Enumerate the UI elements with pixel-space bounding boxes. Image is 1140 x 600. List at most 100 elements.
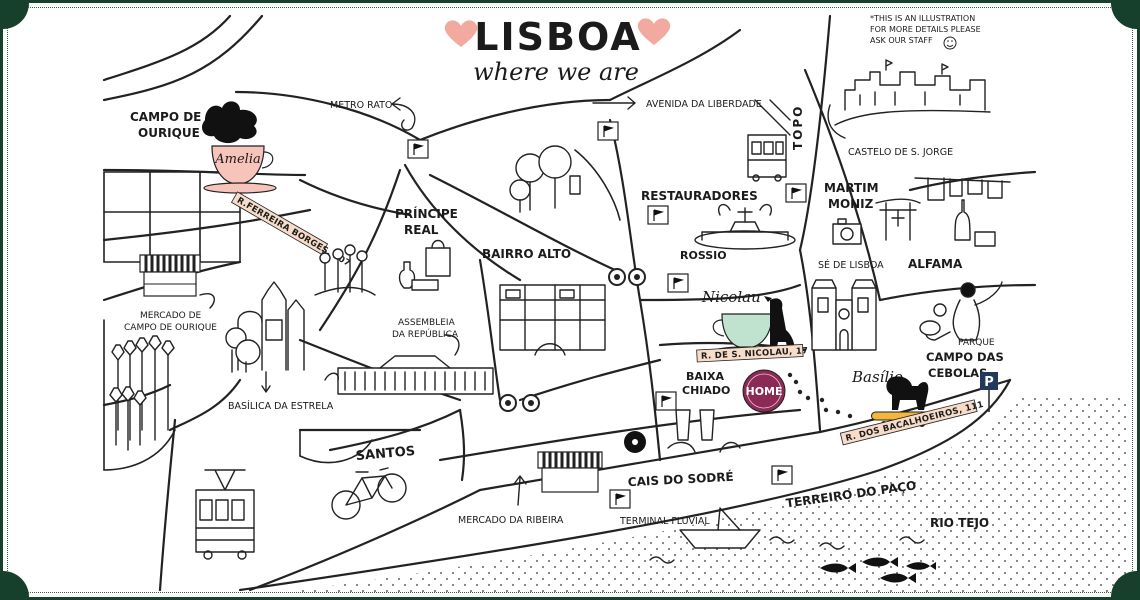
svg-text:MERCADO DE: MERCADO DE — [140, 311, 202, 321]
assembleia-illustration — [324, 355, 494, 395]
shopping-bag-icon — [398, 239, 451, 291]
svg-text:ASSEMBLEIA: ASSEMBLEIA — [398, 318, 456, 328]
laundry-line-illustration — [914, 177, 1011, 201]
svg-text:BASÍLICA DA ESTRELA: BASÍLICA DA ESTRELA — [228, 400, 334, 412]
waves-decoration — [649, 536, 925, 564]
svg-text:R. DE S. NICOLAU, 17: R. DE S. NICOLAU, 17 — [701, 346, 809, 362]
place-metro-rato: METRO RATO — [330, 97, 416, 131]
flag-marker-icon — [655, 391, 677, 411]
svg-text:P: P — [984, 375, 994, 390]
svg-text:REAL: REAL — [404, 223, 439, 237]
amelia-label: Amelia — [214, 152, 260, 167]
note-line-1: *THIS IS AN ILLUSTRATION — [870, 14, 975, 23]
mercado-ribeira: MERCADO DA RIBEIRA — [458, 451, 603, 526]
pawprints-decoration — [787, 372, 853, 419]
tree-canopy-icon — [201, 101, 257, 144]
place-principe-real: PRÍNCIPE REAL — [395, 206, 458, 237]
note-line-3: ASK OUR STAFF — [870, 36, 933, 45]
note-line-2: FOR MORE DETAILS PLEASE — [870, 25, 981, 34]
place-cais-sodre: CAIS DO SODRÉ — [627, 469, 734, 490]
svg-text:PARQUE: PARQUE — [958, 338, 995, 348]
svg-text:AVENIDA DA LIBERDADE: AVENIDA DA LIBERDADE — [646, 99, 762, 110]
binoculars-icon — [608, 268, 646, 286]
cafe-amelia: Amelia — [201, 101, 277, 194]
svg-text:MONIZ: MONIZ — [828, 197, 874, 211]
fish-school-illustration — [820, 557, 936, 583]
castle-sao-jorge-illustration — [827, 59, 991, 139]
tram-bottom-illustration — [195, 469, 255, 560]
wine-bottle-icon — [954, 199, 996, 247]
home-badge[interactable]: HOME — [742, 369, 786, 413]
bairro-alto-buildings-illustration — [499, 284, 606, 356]
place-assembleia: ASSEMBLEIA DA REPÚBLICA — [392, 318, 460, 356]
rossio-fountain-illustration — [694, 203, 796, 250]
heart-icon — [637, 18, 671, 45]
illustration-note: *THIS IS AN ILLUSTRATION FOR MORE DETAIL… — [870, 14, 981, 50]
torii-gate-icon — [875, 198, 921, 241]
place-topo: TOPO — [791, 105, 805, 150]
parking-sign-icon: P — [980, 372, 998, 412]
place-rio-tejo: RIO TEJO — [930, 516, 989, 530]
map-subtitle: where we are — [473, 58, 639, 86]
flag-marker-icon — [771, 465, 793, 485]
frame-dotted-border — [7, 7, 1133, 593]
svg-text:CAMPO DE OURIQUE: CAMPO DE OURIQUE — [124, 323, 217, 333]
place-avenida-liberdade: AVENIDA DA LIBERDADE — [592, 96, 762, 110]
svg-text:OURIQUE: OURIQUE — [138, 126, 200, 140]
svg-text:CAMPO DAS: CAMPO DAS — [926, 350, 1004, 364]
place-basilica: BASÍLICA DA ESTRELA — [228, 371, 334, 412]
place-campo-de-ourique: CAMPO DE OURIQUE — [130, 110, 201, 140]
trees-bairro-alto — [509, 145, 581, 213]
svg-text:MERCADO DA RIBEIRA: MERCADO DA RIBEIRA — [458, 515, 564, 526]
fado-singer-illustration — [919, 281, 1003, 341]
svg-text:CAMPO DE: CAMPO DE — [130, 110, 201, 124]
place-campo-cebolas: PARQUE CAMPO DAS CEBOLAS — [926, 338, 1004, 380]
smiley-icon — [943, 36, 957, 50]
svg-text:DA REPÚBLICA: DA REPÚBLICA — [392, 328, 459, 340]
flag-marker-icon — [597, 121, 619, 141]
bicycle-icon — [331, 467, 407, 520]
place-bairro-alto: BAIRRO ALTO — [482, 247, 571, 261]
toasting-glasses-illustration — [667, 409, 741, 453]
paper-boat-icon — [679, 507, 761, 549]
se-cathedral-illustration — [811, 279, 877, 351]
place-santos: SANTOS — [355, 444, 416, 464]
river-bank — [238, 378, 1012, 592]
binoculars-icon — [499, 394, 540, 412]
place-se-lisboa: SÉ DE LISBOA — [818, 259, 884, 271]
svg-text:CHIADO: CHIADO — [682, 384, 730, 397]
place-castelo: CASTELO DE S. JORGE — [848, 147, 953, 158]
place-alfama: ALFAMA — [908, 257, 963, 271]
flag-marker-icon — [667, 273, 689, 293]
street-tag-s-nicolau: R. DE S. NICOLAU, 17 — [696, 344, 809, 363]
svg-text:PRÍNCIPE: PRÍNCIPE — [395, 206, 458, 221]
flag-marker-icon — [785, 183, 807, 203]
river-tejo — [300, 395, 1130, 592]
svg-text:CEBOLAS: CEBOLAS — [928, 366, 987, 380]
camera-icon — [832, 218, 862, 245]
heart-icon — [444, 20, 478, 47]
tram-illustration — [747, 99, 791, 182]
svg-text:BAIXA: BAIXA — [686, 370, 724, 383]
mercado-campo-ourique: MERCADO DE CAMPO DE OURIQUE — [124, 254, 217, 333]
place-terminal-fluvial: TERMINAL FLUVIAL — [619, 516, 710, 527]
svg-text:METRO RATO: METRO RATO — [330, 100, 392, 111]
dog-basilio-illustration — [886, 376, 929, 410]
dog-nicolau-illustration — [764, 296, 795, 352]
flag-marker-icon — [609, 489, 631, 509]
place-baixa-chiado: BAIXA CHIADO — [682, 370, 730, 397]
place-martim-moniz: MARTIM MONIZ — [824, 181, 879, 211]
estrela-basilica-illustration — [225, 281, 305, 373]
home-badge-label: HOME — [745, 385, 782, 398]
svg-text:MARTIM: MARTIM — [824, 181, 879, 195]
flowers-principe-real — [314, 244, 376, 296]
vinyl-record-icon — [624, 431, 646, 453]
flag-marker-icon — [647, 205, 669, 225]
tulip-flowers-illustration — [109, 335, 175, 451]
nicolau-label: Nicolau — [701, 288, 761, 306]
place-restauradores: RESTAURADORES — [641, 189, 758, 203]
map-title: LISBOA — [474, 15, 641, 59]
place-rossio: ROSSIO — [680, 249, 727, 262]
flag-marker-icon — [407, 139, 429, 159]
